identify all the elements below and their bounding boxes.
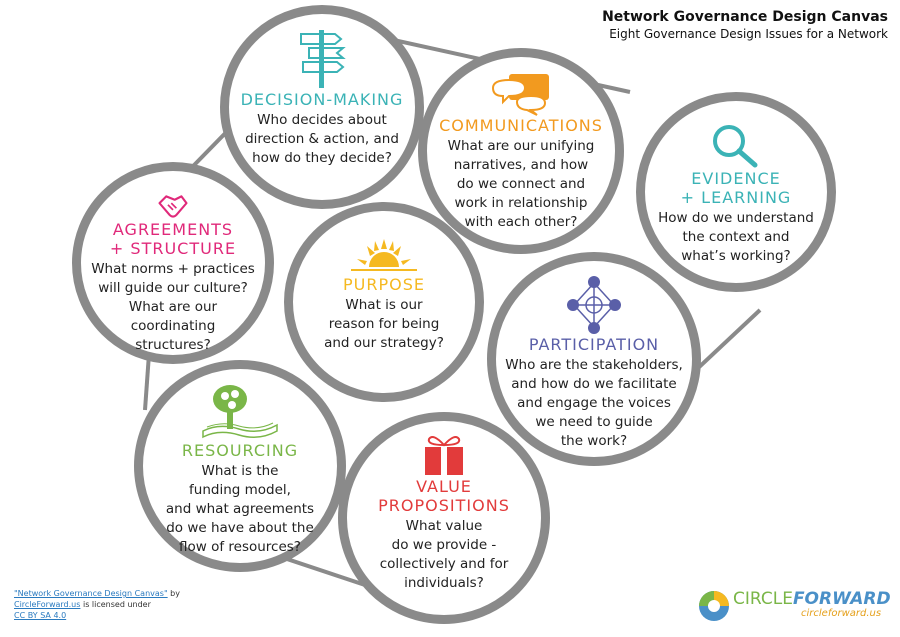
canvas-link[interactable]: "Network Governance Design Canvas" (14, 589, 168, 598)
communications-question: What are our unifying narratives, and ho… (447, 138, 595, 230)
communications-heading: COMMUNICATIONS (439, 116, 603, 135)
author-link[interactable]: CircleForward.us (14, 600, 81, 609)
circleforward-logo: CIRCLEFORWARD circleforward.us (697, 587, 891, 627)
agreements-structure-question: What norms + practices will guide our cu… (91, 261, 255, 353)
circle-decision-making: DECISION-MAKING Who decides about direct… (220, 5, 424, 209)
logo-word-forward: FORWARD (792, 589, 891, 609)
handshake-icon (158, 195, 188, 218)
logo-wordmark: CIRCLEFORWARD (733, 590, 891, 608)
gift-icon (425, 436, 463, 475)
circle-communications: COMMUNICATIONS What are our unifying nar… (418, 48, 624, 254)
circle-participation: PARTICIPATION Who are the stakeholders, … (487, 252, 701, 466)
network-nodes-icon (567, 276, 621, 334)
page-subtitle: Eight Governance Design Issues for a Net… (609, 27, 888, 41)
resourcing-heading: RESOURCING (181, 441, 299, 460)
decision-making-question: Who decides about direction & action, an… (245, 112, 399, 166)
circle-value-propositions: VALUE PROPOSITIONS What value do we prov… (338, 412, 550, 624)
circle-agreements-structure: AGREEMENTS + STRUCTURE What norms + prac… (72, 162, 274, 364)
participation-question: Who are the stakeholders, and how do we … (505, 357, 683, 449)
logo-word-circle: CIRCLE (733, 589, 793, 609)
evidence-learning-question: How do we understand the context and wha… (658, 210, 814, 264)
money-tree-icon (202, 385, 278, 439)
value-propositions-question: What value do we provide - collectively … (379, 518, 509, 591)
circle-purpose: PURPOSE What is our reason for being and… (284, 202, 484, 402)
decision-making-heading: DECISION-MAKING (240, 90, 404, 109)
value-propositions-heading: VALUE PROPOSITIONS (378, 477, 510, 515)
signpost-icon (300, 30, 346, 88)
agreements-structure-heading: AGREEMENTS + STRUCTURE (109, 220, 237, 258)
purpose-question: What is our reason for being and our str… (324, 297, 444, 351)
page-title: Network Governance Design Canvas (602, 9, 888, 25)
logo-url: circleforward.us (801, 608, 882, 619)
license-link[interactable]: CC BY SA 4.0 (14, 611, 67, 620)
logo-mark-icon (699, 591, 729, 621)
circle-resourcing: RESOURCING What is the funding model, an… (134, 360, 346, 572)
header: Network Governance Design Canvas Eight G… (602, 8, 888, 42)
participation-heading: PARTICIPATION (528, 335, 660, 354)
licensed-text: is licensed under (80, 600, 151, 609)
magnifier-icon (713, 125, 758, 168)
evidence-learning-heading: EVIDENCE + LEARNING (680, 169, 792, 207)
sunrise-icon (351, 239, 417, 271)
by-text: by (167, 589, 180, 598)
purpose-heading: PURPOSE (343, 275, 425, 294)
resourcing-question: What is the funding model, and what agre… (165, 463, 315, 555)
speech-bubbles-icon (491, 74, 549, 116)
license-notice: "Network Governance Design Canvas" by Ci… (14, 588, 180, 621)
circle-evidence-learning: EVIDENCE + LEARNING How do we understand… (636, 92, 836, 292)
